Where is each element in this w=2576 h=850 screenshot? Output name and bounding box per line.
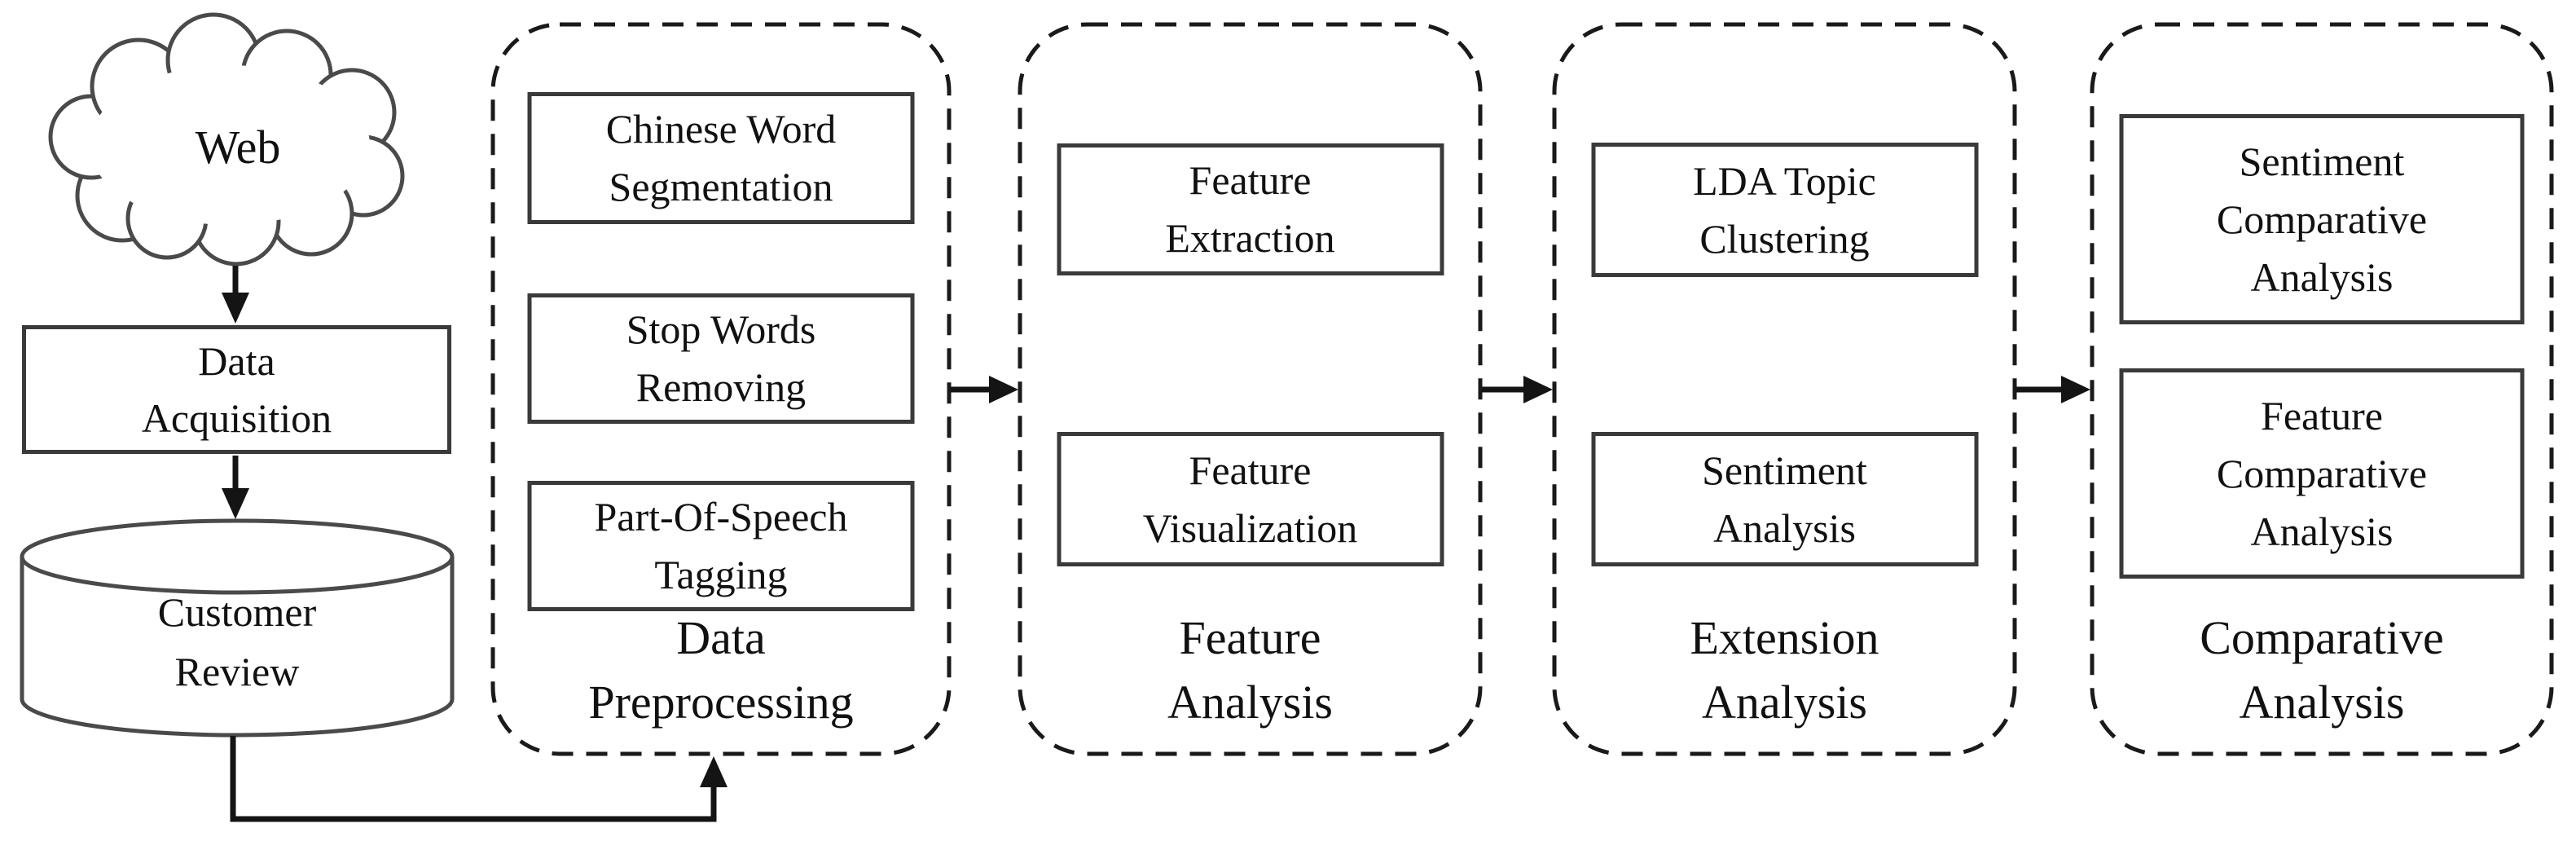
stage-outline-comparative-analysis: [2090, 22, 2554, 756]
arrow-preprocessing-to-feature-analysis: [951, 376, 1018, 403]
stage-label-feature-analysis: Feature Analysis: [1167, 611, 1333, 729]
box-feature-visualization: Feature Visualization: [1057, 432, 1444, 566]
stage-label-comparative-analysis: Comparative Analysis: [2200, 611, 2444, 729]
stage-extension-analysis: LDA Topic Clustering Sentiment Analysis …: [1554, 24, 2015, 754]
stage-outline-data-preprocessing: [490, 22, 952, 756]
arrow-feature-to-extension-analysis: [1482, 376, 1553, 403]
stage-label-data-preprocessing: Data Preprocessing: [588, 611, 854, 729]
web-cloud-label: Web: [195, 120, 281, 174]
box-feature-extraction: Feature Extraction: [1057, 143, 1444, 275]
data-acquisition-box: Data Acquisition: [22, 325, 451, 454]
stage-outline-extension-analysis: [1552, 22, 2017, 756]
box-sentiment-comparative-analysis: Sentiment Comparative Analysis: [2119, 114, 2525, 324]
arrow-data-acquisition-to-customer-review: [222, 456, 249, 519]
stage-data-preprocessing: Chinese Word Segmentation Stop Words Rem…: [493, 24, 949, 754]
stage-label-extension-analysis: Extension Analysis: [1690, 611, 1879, 729]
stage-comparative-analysis: Sentiment Comparative Analysis Feature C…: [2092, 24, 2552, 754]
box-part-of-speech-tagging: Part-Of-Speech Tagging: [527, 481, 915, 611]
customer-review-label: Customer Review: [157, 589, 317, 694]
stage-feature-analysis: Feature Extraction Feature Visualization…: [1020, 24, 1480, 754]
box-stop-words-removing: Stop Words Removing: [527, 293, 915, 424]
arrow-extension-to-comparative-analysis: [2016, 376, 2090, 403]
box-feature-comparative-analysis: Feature Comparative Analysis: [2119, 368, 2525, 579]
box-lda-topic-clustering: LDA Topic Clustering: [1591, 143, 1978, 277]
customer-review-cylinder: [20, 518, 455, 738]
box-chinese-word-segmentation: Chinese Word Segmentation: [527, 92, 915, 224]
box-sentiment-analysis: Sentiment Analysis: [1591, 432, 1978, 566]
web-cloud-icon: [48, 12, 405, 266]
arrow-web-to-data-acquisition: [222, 266, 249, 324]
arrow-customer-review-to-data-preprocessing: [230, 736, 728, 822]
stage-outline-feature-analysis: [1018, 22, 1483, 756]
